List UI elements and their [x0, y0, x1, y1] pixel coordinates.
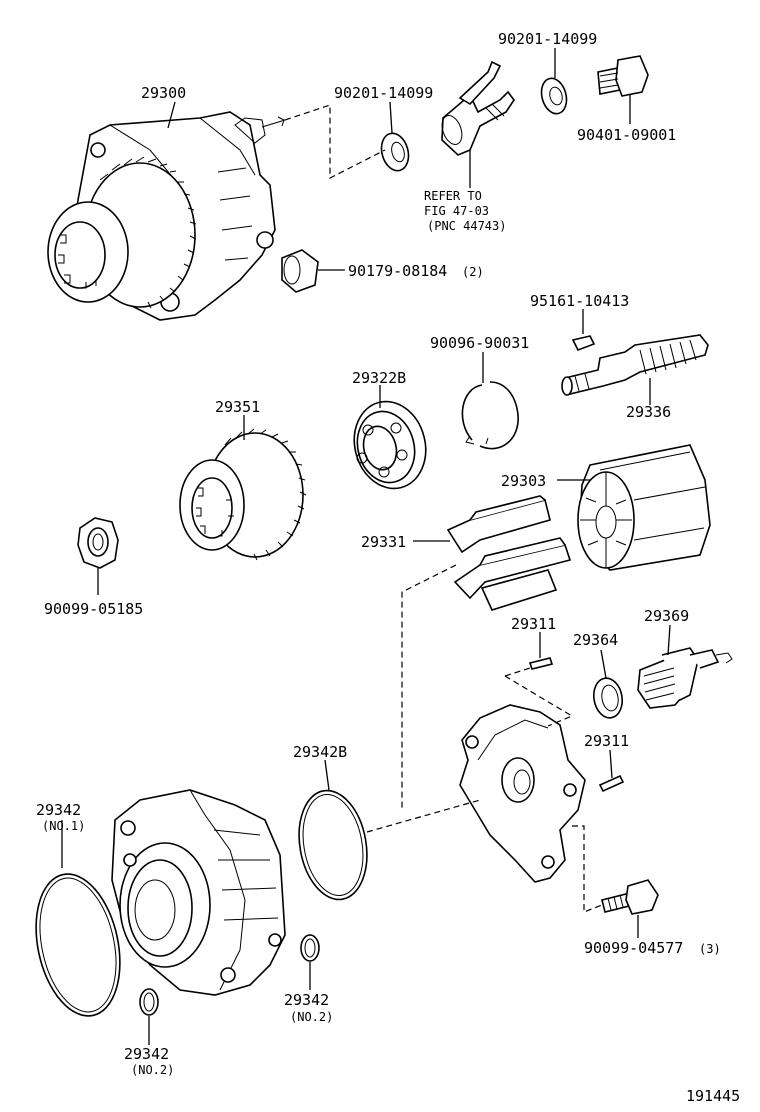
plug-90179 — [281, 249, 319, 293]
label-29336: 29336 — [626, 403, 671, 421]
label-29342-no2-right-sub: (NO.2) — [290, 1010, 333, 1024]
label-29342-no2-left-sub: (NO.2) — [131, 1063, 174, 1077]
labels: 29300 90201-14099 90201-14099 90401-0900… — [36, 30, 740, 1105]
key-95161 — [571, 335, 596, 352]
leader-lines — [61, 48, 671, 1045]
gear-29351 — [179, 428, 307, 561]
label-29311-upper: 29311 — [511, 615, 556, 633]
bearing-29322b — [353, 400, 427, 490]
shaft-29336 — [561, 334, 709, 396]
label-29311-lower: 29311 — [584, 732, 629, 750]
label-95161: 95161-10413 — [530, 292, 629, 310]
label-refer-2: FIG 47-03 — [424, 204, 489, 218]
label-refer-3: (PNC 44743) — [427, 219, 506, 233]
pin-29311-lower — [598, 774, 625, 793]
nut-90099 — [77, 517, 119, 569]
pin-29311-upper — [528, 657, 554, 670]
oring-29342-no1 — [35, 873, 121, 1017]
dashed-lines — [284, 104, 603, 913]
end-plate — [459, 704, 586, 883]
label-90179-qty: (2) — [462, 265, 484, 279]
rotor-29303 — [577, 444, 711, 571]
vanes-29331 — [446, 495, 572, 611]
label-90201-right: 90201-14099 — [498, 30, 597, 48]
label-90201-left: 90201-14099 — [334, 84, 433, 102]
label-29342-no2-right: 29342 — [284, 991, 329, 1009]
label-90179: 90179-08184 — [348, 262, 447, 280]
label-29303: 29303 — [501, 472, 546, 490]
label-90099-04577: 90099-04577 — [584, 939, 683, 957]
label-refer-1: REFER TO — [424, 189, 482, 203]
gasket-29364 — [592, 677, 624, 719]
label-29300: 29300 — [141, 84, 186, 102]
oring-29342b — [298, 789, 368, 901]
oring-29342-no2-right — [300, 934, 320, 962]
label-29331: 29331 — [361, 533, 406, 551]
label-29369: 29369 — [644, 607, 689, 625]
lower-housing — [111, 789, 286, 996]
oring-29342-no2-left — [139, 988, 159, 1016]
label-29342-no1: 29342 — [36, 801, 81, 819]
figure-number: 191445 — [686, 1087, 740, 1105]
label-29364: 29364 — [573, 631, 618, 649]
bolt-90099-04577 — [601, 879, 659, 915]
valve-29369 — [637, 647, 733, 709]
pump-housing-29300 — [47, 111, 286, 321]
label-29342-no1-sub: (NO.1) — [42, 819, 85, 833]
union-bolt-90401 — [597, 55, 649, 97]
label-29322b: 29322B — [352, 369, 406, 387]
union-fitting — [441, 60, 515, 156]
label-29342-no2-left: 29342 — [124, 1045, 169, 1063]
label-29351: 29351 — [215, 398, 260, 416]
label-90096: 90096-90031 — [430, 334, 529, 352]
label-29342b: 29342B — [293, 743, 347, 761]
washer-90201-right — [540, 77, 568, 115]
label-90099-05185: 90099-05185 — [44, 600, 143, 618]
snap-ring-90096 — [461, 381, 519, 450]
label-90401: 90401-09001 — [577, 126, 676, 144]
washer-90201-left — [380, 132, 410, 172]
label-90099-04577-qty: (3) — [699, 942, 721, 956]
